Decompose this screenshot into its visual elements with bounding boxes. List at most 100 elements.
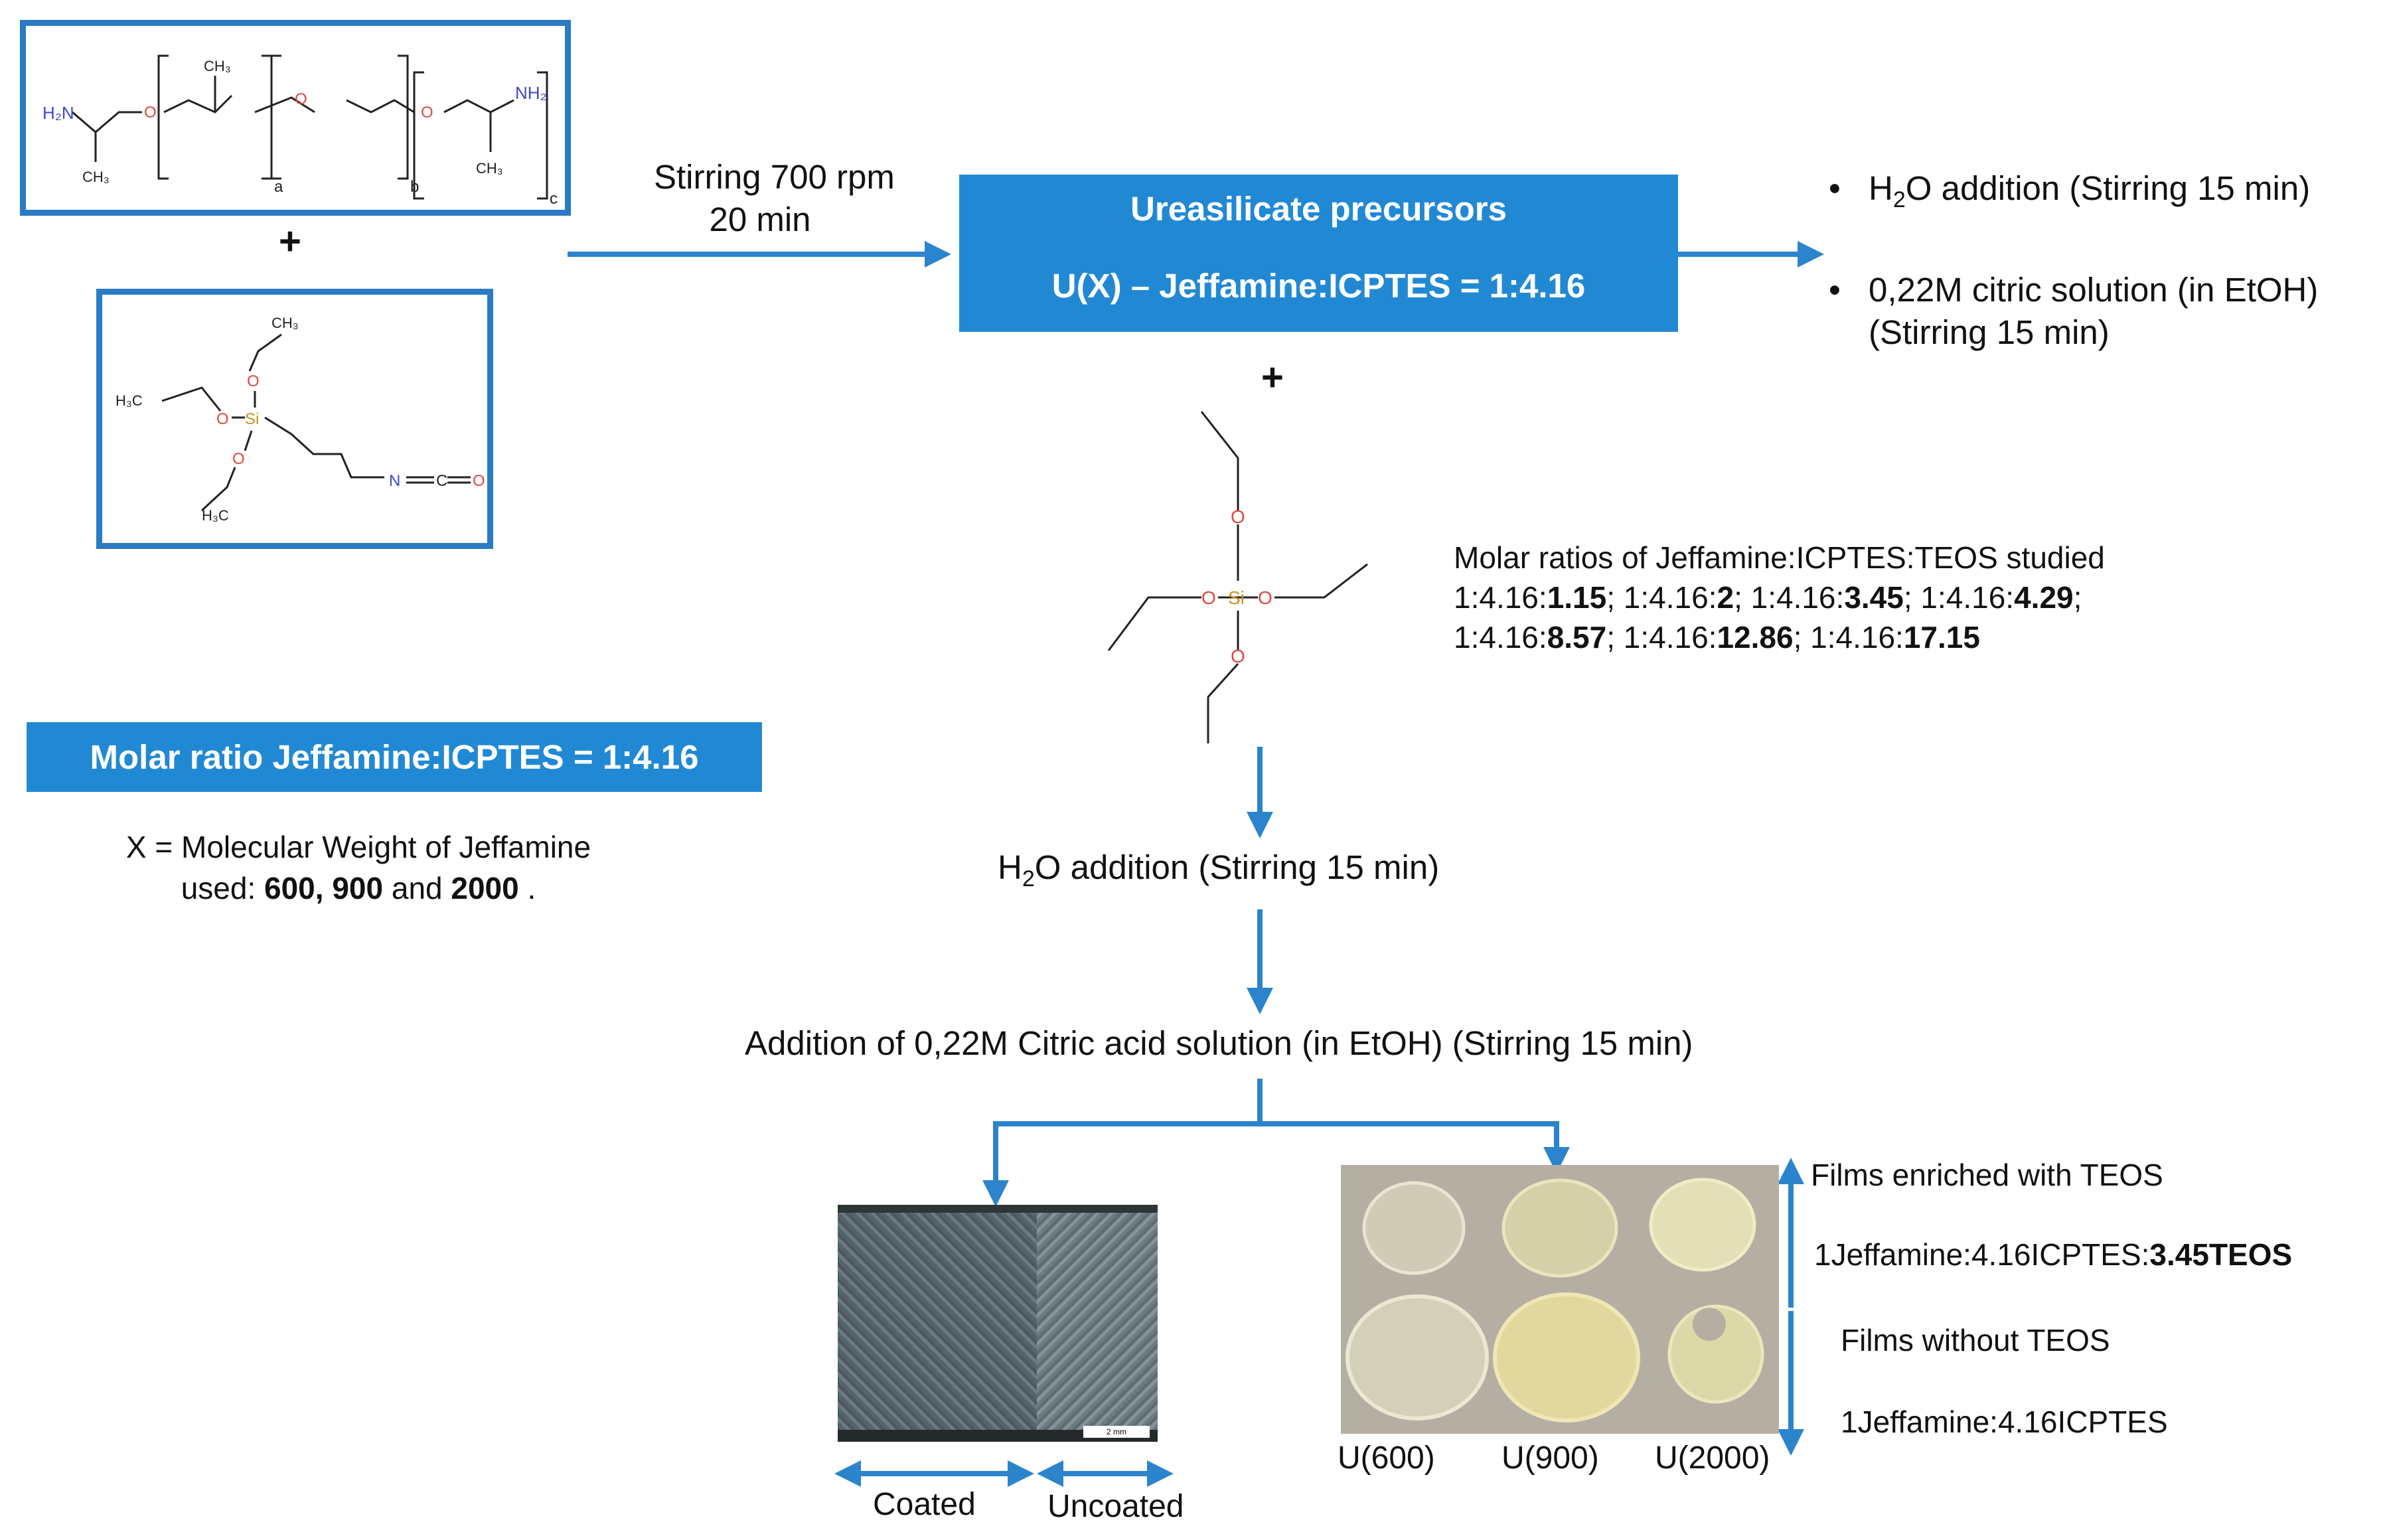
icptes-o4-label: O	[473, 472, 485, 490]
stirring-label: Stirring 700 rpm 20 min	[654, 156, 895, 241]
water-step-post: O addition (Stirring 15 min)	[1034, 848, 1440, 886]
films-enriched-ratio-bold: 3.45TEOS	[2149, 1237, 2293, 1272]
films-enriched-ratio-pre: 1Jeffamine:4.16ICPTES:	[1814, 1237, 2150, 1272]
teos-o-right-label: O	[1258, 587, 1272, 608]
bullet-water-sub: 2	[1892, 187, 1906, 213]
teos-o-top-label: O	[1231, 506, 1245, 527]
jeffamine-ch3-top-label: CH₃	[204, 58, 231, 74]
icptes-n-label: N	[389, 472, 400, 490]
plus-sign-left: +	[279, 220, 301, 263]
x-note-mw-2000: 2000	[451, 871, 519, 905]
water-addition-step: H2O addition (Stirring 15 min)	[998, 846, 1439, 900]
icptes-si-label: Si	[245, 410, 259, 428]
films-without-ratio: 1Jeffamine:4.16ICPTES	[1841, 1405, 2168, 1439]
ratio-teos-value: 8.57	[1547, 620, 1607, 654]
icptes-ch3-label: CH₃	[271, 315, 299, 331]
water-step-pre: H	[998, 848, 1022, 886]
scale-bar-label: 2 mm	[1107, 1427, 1126, 1436]
x-note-line1: X = Molecular Weight of Jeffamine	[125, 830, 591, 864]
jeffamine-structure-box: H₂N CH₃ O CH₃ O O NH₂ CH₃ a b c	[20, 20, 571, 216]
bullet-item-citric: •0,22M citric solution (in EtOH)	[1829, 269, 2318, 311]
ratio-teos-value: 12.86	[1717, 620, 1794, 654]
films-enriched-ratio: 1Jeffamine:4.16ICPTES:3.45TEOS	[1814, 1233, 2292, 1276]
right-bullet-list: •H2O addition (Stirring 15 min) •0,22M c…	[1829, 167, 2318, 354]
ratio-teos-value: 3.45	[1844, 580, 1904, 615]
icptes-h3c-bottom-label: H₃C	[202, 507, 229, 524]
split-connector-right	[1260, 1121, 1570, 1174]
x-note-tail: .	[518, 871, 536, 905]
jeffamine-o3-label: O	[421, 104, 433, 121]
teos-si-label: Si	[1228, 587, 1245, 608]
bullet-dot: •	[1829, 271, 1841, 309]
ratio-prefix: 1:4.16:	[1623, 620, 1717, 654]
ratio-separator: ;	[1793, 620, 1811, 654]
film-disc-enriched-2000	[1649, 1178, 1756, 1272]
icptes-structure: CH₃ O H₃C O Si O H₃C N C O	[115, 315, 485, 524]
x-note-mw-600: 600,	[264, 871, 324, 905]
x-note: X = Molecular Weight of Jeffamine used: …	[93, 826, 624, 909]
jeffamine-o1-label: O	[144, 104, 157, 121]
films-photo	[1341, 1165, 1779, 1434]
split-connector	[982, 1079, 1263, 1207]
bullet-item-water: •H2O addition (Stirring 15 min)	[1829, 167, 2318, 221]
teos-structure: O O Si O O	[1107, 411, 1368, 743]
icptes-o3-label: O	[232, 450, 245, 468]
ratio-prefix: 1:4.16:	[1750, 580, 1845, 615]
films-without-label: Films without TEOS	[1841, 1323, 2110, 1357]
precursors-title: Ureasilicate precursors	[1130, 190, 1507, 228]
uncoated-region	[1037, 1205, 1158, 1442]
jeffamine-ch3-label: CH₃	[82, 169, 110, 185]
bracket-c-label: c	[550, 190, 558, 208]
bracket-a-label: a	[274, 178, 283, 196]
films-enriched-label: Films enriched with TEOS	[1811, 1158, 2163, 1192]
ratio-separator: ;	[1606, 620, 1624, 654]
molar-ratios-block: Molar ratios of Jeffamine:ICPTES:TEOS st…	[1454, 538, 2105, 657]
jeffamine-nh2-label: NH₂	[515, 83, 547, 103]
photo-bottom-edge	[838, 1430, 1158, 1442]
bullet-citric-line2: (Stirring 15 min)	[1869, 313, 2110, 352]
jeffamine-h2n-label: H₂N	[42, 103, 74, 123]
coated-label: Coated	[873, 1487, 976, 1522]
bullet-dot: •	[1829, 169, 1841, 207]
jeffamine-o2-label: O	[295, 90, 307, 108]
icptes-h3c-label: H₃C	[115, 392, 143, 409]
x-note-line2: used: 600, 900 and 2000 .	[93, 868, 624, 909]
ratio-separator: ;	[1903, 580, 1921, 615]
plus-sign-center: +	[1261, 356, 1284, 399]
molar-ratios-row1: 1:4.16:1.15; 1:4.16:2; 1:4.16:3.45; 1:4.…	[1454, 578, 2105, 617]
film-label-u900: U(900)	[1501, 1440, 1599, 1476]
film-disc-enriched-600	[1362, 1181, 1466, 1275]
ratio-prefix: 1:4.16:	[1454, 620, 1547, 654]
uncoated-label: Uncoated	[1047, 1489, 1184, 1524]
film-label-u600: U(600)	[1338, 1440, 1435, 1476]
films-photo-drawing	[1341, 1165, 1779, 1434]
ratio-teos-value: 2	[1717, 580, 1734, 615]
x-note-used: used:	[181, 871, 265, 905]
molar-ratio-label: Molar ratio Jeffamine:ICPTES = 1:4.16	[90, 738, 699, 776]
ratio-prefix: 1:4.16:	[1623, 580, 1717, 615]
x-note-and: and	[383, 871, 451, 905]
stirring-line1: Stirring 700 rpm	[654, 158, 895, 196]
bullet-water-post: O addition (Stirring 15 min)	[1905, 169, 2311, 207]
coated-region	[838, 1205, 1037, 1442]
photo-top-edge	[838, 1205, 1158, 1213]
bracket-b-label: b	[410, 178, 419, 196]
ureasilicate-precursors-box: Ureasilicate precursors U(X) – Jeffamine…	[959, 175, 1678, 332]
film-disc-enriched-900	[1501, 1178, 1618, 1278]
film-disc-plain-900	[1493, 1292, 1640, 1423]
molar-ratios-heading: Molar ratios of Jeffamine:ICPTES:TEOS st…	[1454, 540, 2105, 575]
jeffamine-structure: H₂N CH₃ O CH₃ O O NH₂ CH₃ a b c	[42, 54, 558, 208]
icptes-o1-label: O	[247, 372, 260, 390]
stirring-line2: 20 min	[709, 200, 811, 238]
ratio-prefix: 1:4.16:	[1810, 620, 1904, 654]
x-note-mw-900: 900	[332, 871, 384, 905]
ratio-prefix: 1:4.16:	[1454, 580, 1547, 615]
precursors-subtitle: U(X) – Jeffamine:ICPTES = 1:4.16	[1051, 267, 1586, 305]
icptes-c-label: C	[436, 472, 447, 490]
film-disc-plain-600	[1345, 1294, 1489, 1421]
ratio-teos-value: 17.15	[1903, 620, 1980, 654]
ratio-separator: ;	[1606, 580, 1624, 615]
ratio-prefix: 1:4.16:	[1920, 580, 2015, 615]
ratio-separator: ;	[2073, 580, 2082, 615]
